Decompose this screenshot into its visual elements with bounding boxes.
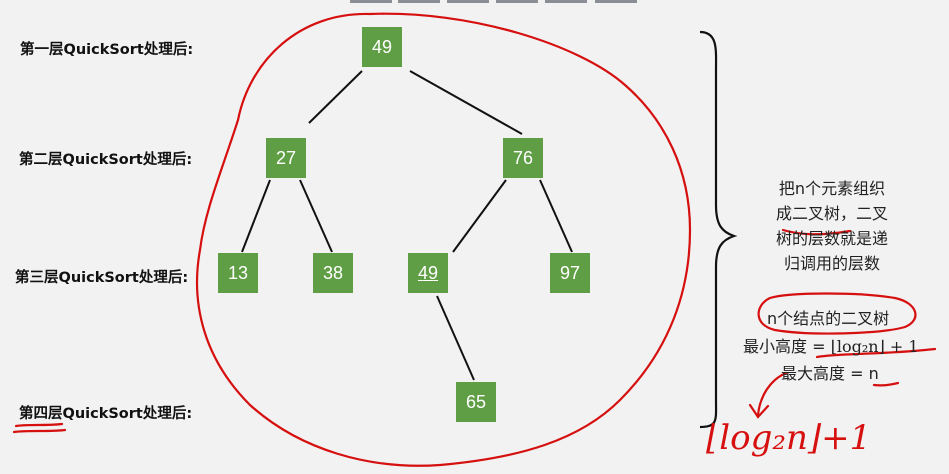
max-height-value: n <box>868 364 879 383</box>
arrow-head <box>748 403 770 419</box>
note-line-3: 树的层数就是递 <box>775 229 888 248</box>
note-line-4: 归调用的层数 <box>783 254 880 273</box>
underline-max-value <box>872 381 900 387</box>
edge-27-38 <box>299 179 333 253</box>
underline-level-4a <box>14 422 64 428</box>
min-height-row: 最小高度 = ⌊log₂n⌋ + 1 <box>743 333 919 357</box>
level-label-1: 第一层QuickSort处理后: <box>20 42 194 58</box>
edge-49-27 <box>308 70 363 124</box>
node-level3-97: 97 <box>550 253 590 293</box>
level-label-2: 第二层QuickSort处理后: <box>19 152 193 168</box>
edge-76-97 <box>539 179 573 253</box>
red-circle-around-tree <box>195 12 692 467</box>
node-level2-76: 76 <box>503 138 543 178</box>
node-level4-65: 65 <box>456 382 496 422</box>
level-label-3: 第三层QuickSort处理后: <box>15 270 189 286</box>
node-level1-49: 49 <box>362 27 402 67</box>
red-annotations <box>12 12 937 467</box>
underline-level-4b <box>12 428 67 434</box>
formula-title: n个结点的二叉树 <box>767 309 890 328</box>
thumbnail-tab-1[interactable] <box>350 0 392 3</box>
min-height-expr: ⌊log₂n⌋ + 1 <box>830 337 919 356</box>
explanation-note: 把n个元素组织 成二叉树，二叉 树的层数就是递 归调用的层数 <box>752 176 912 276</box>
thumbnail-tab-6[interactable] <box>595 0 637 3</box>
red-ellipse-around-title <box>757 292 917 335</box>
underline-binary-tree <box>781 228 852 236</box>
note-line-2: 成二叉树，二叉 <box>775 204 888 223</box>
node-level3-49: 49 <box>408 253 448 293</box>
edge-76-49 <box>452 179 507 253</box>
node-level3-13: 13 <box>218 253 258 293</box>
arrow-down <box>756 371 788 417</box>
max-height-row: 最大高度 = n <box>781 360 879 384</box>
edge-27-13 <box>241 179 271 253</box>
edge-49-76 <box>409 70 523 135</box>
underline-min-expr <box>815 347 937 359</box>
node-level3-38: 38 <box>313 253 353 293</box>
edge-49-65 <box>436 295 475 381</box>
thumbnail-tab-3[interactable] <box>447 0 489 3</box>
max-height-label: 最大高度 = <box>781 364 864 383</box>
node-level2-27: 27 <box>266 138 306 178</box>
level-label-4: 第四层QuickSort处理后: <box>19 406 193 422</box>
min-height-label: 最小高度 = <box>743 337 826 356</box>
handwritten-formula: ⌊log₂n⌋+1 <box>706 418 872 458</box>
note-line-1: 把n个元素组织 <box>778 179 886 198</box>
thumbnail-tab-2[interactable] <box>398 0 440 3</box>
tree-edges <box>241 70 573 381</box>
thumbnail-tab-4[interactable] <box>496 0 538 3</box>
curly-brace <box>699 30 738 429</box>
thumbnail-tab-5[interactable] <box>545 0 587 3</box>
